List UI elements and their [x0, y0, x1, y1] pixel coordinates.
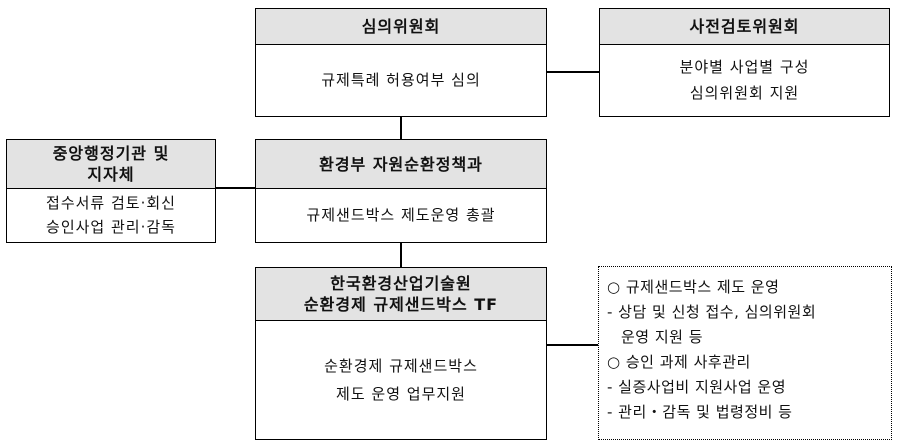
connector-committee-to-ministry — [400, 116, 402, 140]
committee-title: 심의위원회 — [256, 9, 546, 45]
ministry-body: 규제샌드박스 제도운영 총괄 — [256, 189, 546, 241]
keiti-tf-box: 한국환경산업기술원 순환경제 규제샌드박스 TF 순환경제 규제샌드박스 제도 … — [255, 267, 547, 440]
connector-ministry-to-tf — [400, 242, 402, 268]
central-agencies-title: 중앙행정기관 및 지자체 — [7, 140, 215, 189]
central-agencies-body: 접수서류 검토·회신 승인사업 관리·감독 — [7, 189, 215, 241]
committee-line: 규제특례 허용여부 심의 — [321, 71, 481, 89]
tf-duty-item: ○ 승인 과제 사후관리 — [607, 353, 751, 371]
keiti-tf-body: 순환경제 규제샌드박스 제도 운영 업무지원 — [256, 321, 546, 438]
tf-duty-item: ○ 규제샌드박스 제도 운영 — [607, 278, 780, 296]
ministry-line: 규제샌드박스 제도운영 총괄 — [306, 206, 496, 224]
tf-duty-item: - 실증사업비 지원사업 운영 — [607, 378, 787, 396]
central-agencies-line: 접수서류 검토·회신 — [46, 194, 176, 212]
tf-duty-item: 운영 지원 등 — [621, 328, 704, 346]
pre-committee-body: 분야별 사업별 구성 심의위원회 지원 — [600, 45, 889, 115]
ministry-box: 환경부 자원순환정책과 규제샌드박스 제도운영 총괄 — [255, 139, 547, 243]
pre-committee-title: 사전검토위원회 — [600, 9, 889, 45]
keiti-tf-title: 한국환경산업기술원 순환경제 규제샌드박스 TF — [256, 268, 546, 321]
keiti-tf-line: 제도 운영 업무지원 — [336, 384, 466, 403]
connector-tf-to-duties — [545, 344, 598, 346]
tf-duty-item: - 관리・감독 및 법령정비 등 — [607, 403, 793, 421]
committee-box: 심의위원회 규제특례 허용여부 심의 — [255, 8, 547, 117]
connector-central-to-ministry — [214, 187, 256, 189]
tf-duty-item: - 상담 및 신청 접수, 심의위원회 — [607, 303, 817, 321]
committee-body: 규제특례 허용여부 심의 — [256, 45, 546, 115]
ministry-title: 환경부 자원순환정책과 — [256, 140, 546, 189]
pre-committee-line: 심의위원회 지원 — [689, 84, 800, 102]
tf-duties-box: ○ 규제샌드박스 제도 운영 - 상담 및 신청 접수, 심의위원회 운영 지원… — [598, 266, 892, 440]
keiti-tf-line: 순환경제 규제샌드박스 — [324, 356, 478, 375]
pre-committee-box: 사전검토위원회 분야별 사업별 구성 심의위원회 지원 — [599, 8, 890, 117]
central-agencies-box: 중앙행정기관 및 지자체 접수서류 검토·회신 승인사업 관리·감독 — [6, 139, 216, 243]
central-agencies-line: 승인사업 관리·감독 — [46, 218, 176, 236]
connector-committee-to-pre — [545, 71, 600, 73]
pre-committee-line: 분야별 사업별 구성 — [679, 58, 810, 76]
